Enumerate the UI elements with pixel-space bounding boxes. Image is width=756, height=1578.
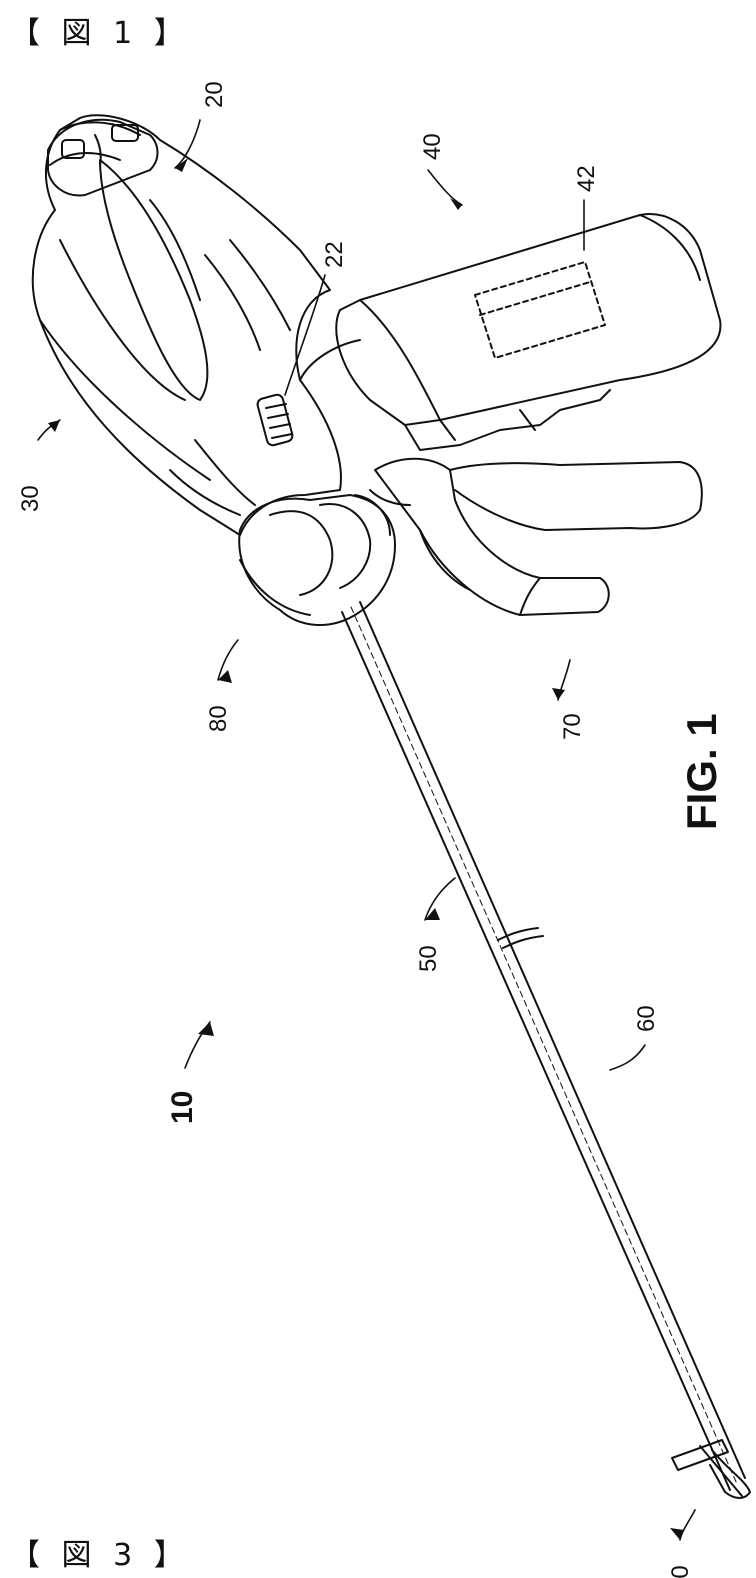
ref-label-40: 40: [419, 133, 446, 160]
ref-label-70: 70: [559, 713, 586, 740]
power-pack: [300, 214, 720, 450]
internal-component-dashed: [475, 262, 605, 358]
slide-switch: [256, 393, 294, 446]
ref-label-30: 30: [17, 485, 44, 512]
ref-label-22: 22: [321, 241, 348, 268]
trigger-handle: [370, 459, 702, 615]
ref-label-50: 50: [415, 945, 442, 972]
ref-label-90: 90: [667, 1565, 694, 1578]
ref-label-10: 10: [166, 1091, 199, 1124]
arrowheads: [48, 158, 684, 1540]
rotation-knob: [239, 495, 395, 625]
ref-label-80: 80: [205, 705, 232, 732]
handle-housing: [33, 115, 341, 535]
ref-label-20: 20: [201, 81, 228, 108]
leader-lines: [38, 120, 695, 1540]
ref-label-42: 42: [573, 165, 600, 192]
ref-label-60: 60: [633, 1005, 660, 1032]
figure-header-3: 【 図 3 】: [10, 1530, 190, 1574]
figure-caption: FIG. 1: [678, 713, 725, 830]
